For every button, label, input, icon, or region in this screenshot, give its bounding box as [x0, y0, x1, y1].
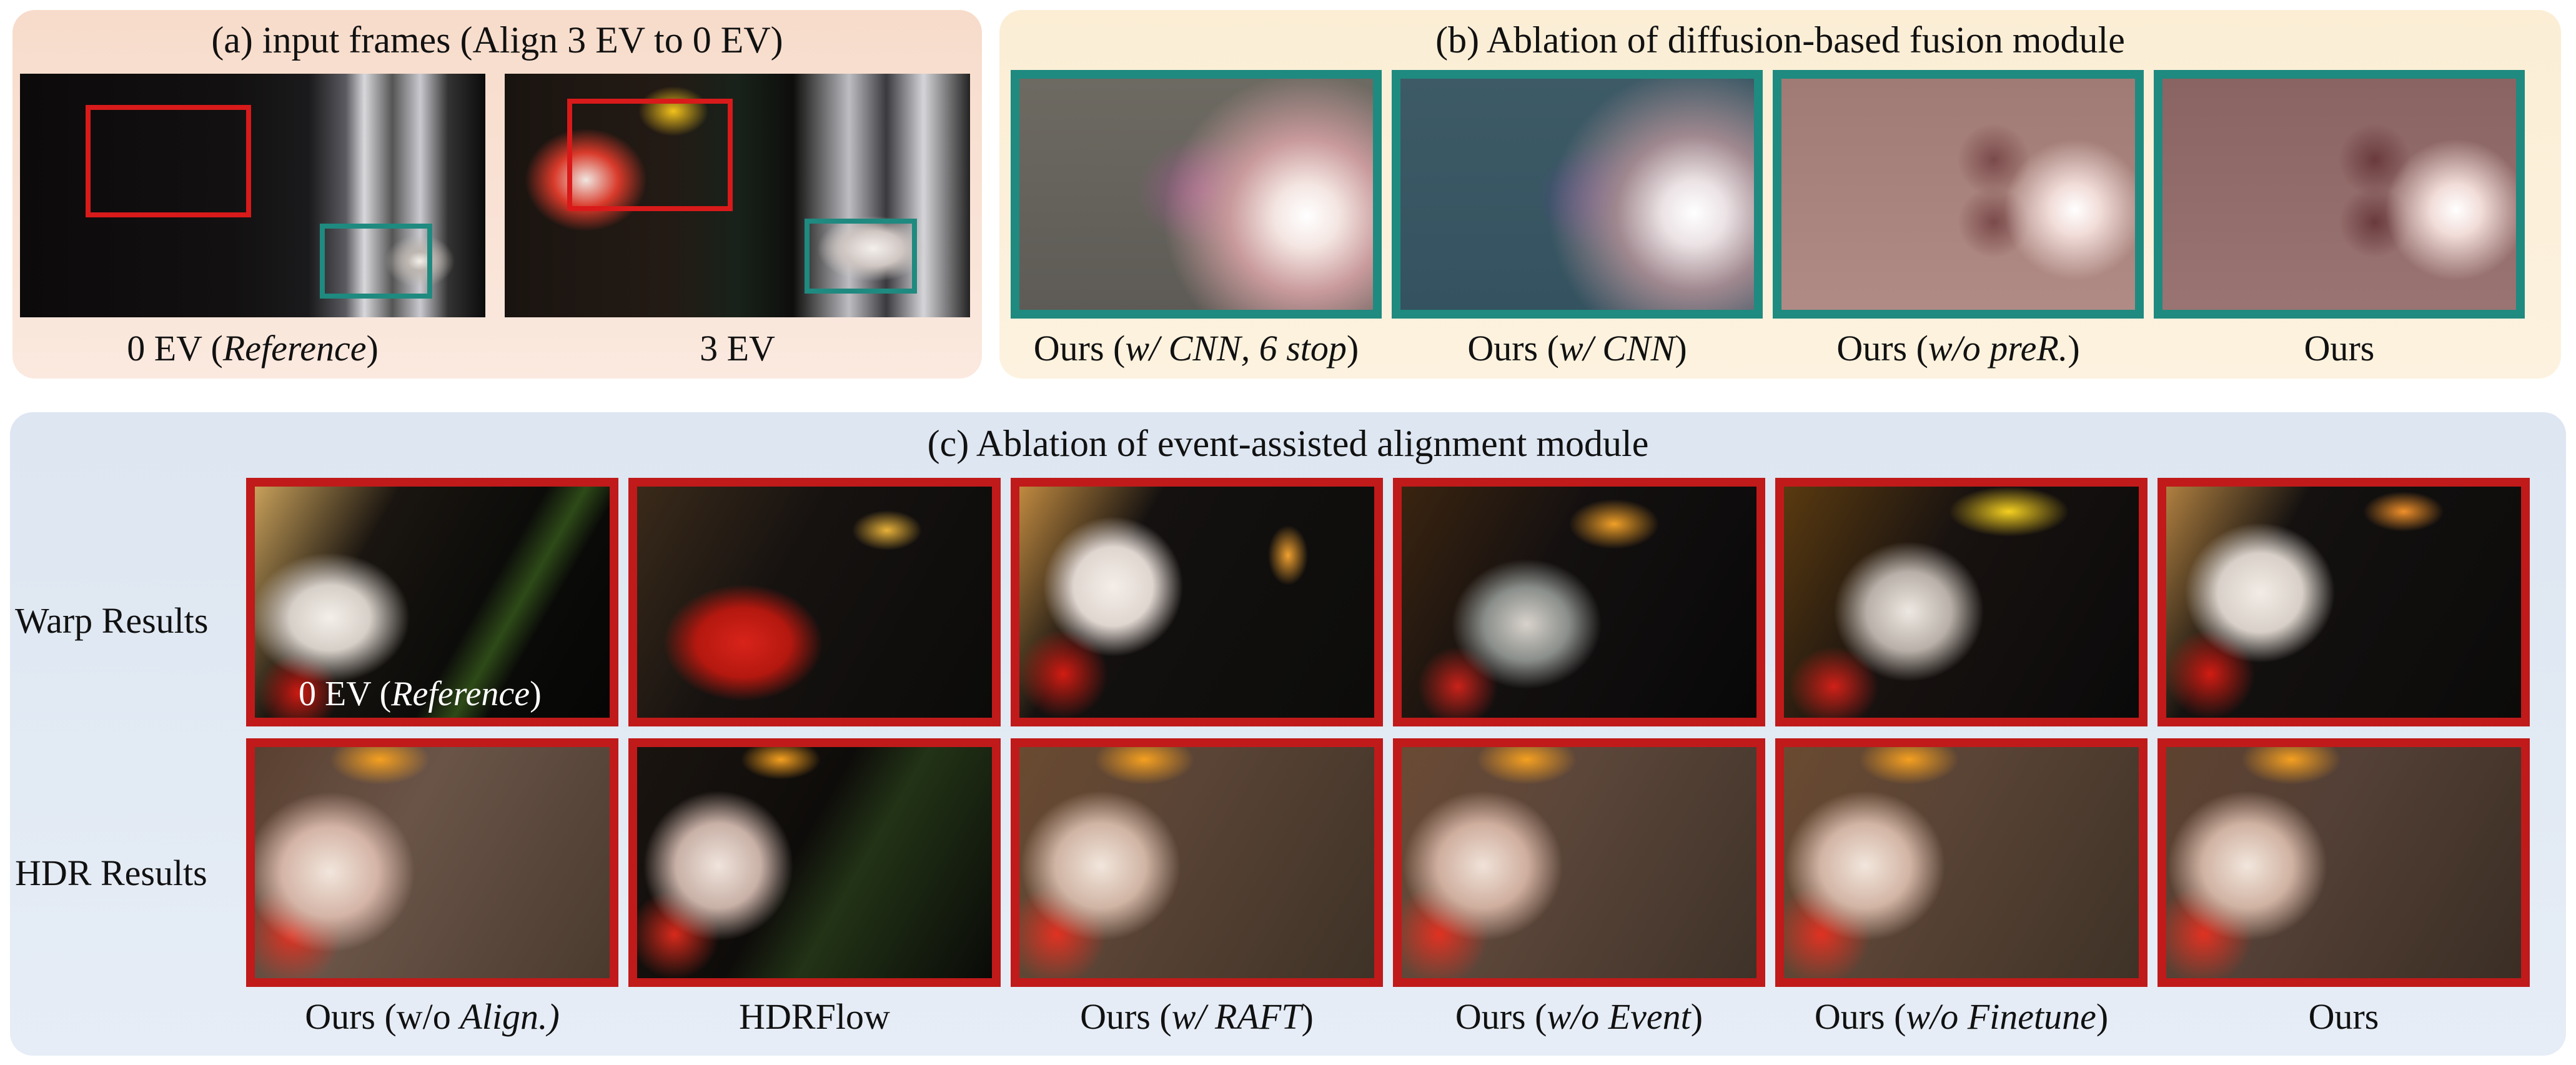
hdr-ours-no-finetune-image	[1775, 738, 2147, 987]
caption-fusion-cnn: Ours (w/ CNN)	[1467, 328, 1687, 369]
warp-ours-image	[2157, 478, 2530, 726]
input-frame-3ev-image	[505, 74, 970, 317]
caption-align-no-finetune: Ours (w/o Finetune)	[1814, 996, 2109, 1037]
warp-ours-no-align-image: 0 EV (Reference)	[246, 478, 618, 726]
red-roi-box	[567, 99, 733, 211]
caption-fusion-no-prer: Ours (w/o preR.)	[1836, 328, 2080, 369]
warp-ours-no-finetune-image	[1775, 478, 2147, 726]
caption-3ev: 3 EV	[700, 328, 775, 369]
caption-align-hdrflow: HDRFlow	[739, 996, 890, 1037]
red-roi-box	[86, 105, 251, 217]
caption-0ev: 0 EV (Reference)	[127, 328, 379, 369]
caption-align-raft: Ours (w/ RAFT)	[1080, 996, 1314, 1037]
warp-ours-raft-image	[1011, 478, 1383, 726]
fusion-no-prer-image	[1773, 70, 2144, 319]
caption-align-ours: Ours	[2308, 996, 2379, 1037]
teal-roi-box	[320, 224, 432, 299]
caption-fusion-cnn-6stop: Ours (w/ CNN, 6 stop)	[1033, 328, 1359, 369]
hdr-ours-raft-image	[1011, 738, 1383, 987]
teal-roi-box	[805, 219, 917, 294]
hdr-ours-no-align-image	[246, 738, 618, 987]
panel-b-title: (b) Ablation of diffusion-based fusion m…	[1435, 19, 2125, 61]
hdr-ours-image	[2157, 738, 2530, 987]
inset-reference-label: 0 EV (Reference)	[299, 675, 542, 713]
panel-a-title: (a) input frames (Align 3 EV to 0 EV)	[211, 19, 783, 61]
warp-ours-no-event-image	[1393, 478, 1765, 726]
panel-c-title: (c) Ablation of event-assisted alignment…	[927, 423, 1649, 464]
caption-align-no-align: Ours (w/o Align.)	[305, 996, 560, 1037]
hdr-hdrflow-image	[628, 738, 1001, 987]
fusion-ours-image	[2154, 70, 2525, 319]
input-frame-0ev-image	[20, 74, 485, 317]
caption-align-no-event: Ours (w/o Event)	[1455, 996, 1703, 1037]
fusion-cnn-6stop-image	[1011, 70, 1382, 319]
caption-fusion-ours: Ours	[2304, 328, 2375, 369]
row-label-hdr: HDR Results	[15, 853, 207, 893]
warp-hdrflow-image	[628, 478, 1001, 726]
row-label-warp: Warp Results	[15, 600, 209, 641]
fusion-cnn-image	[1392, 70, 1763, 319]
hdr-ours-no-event-image	[1393, 738, 1765, 987]
